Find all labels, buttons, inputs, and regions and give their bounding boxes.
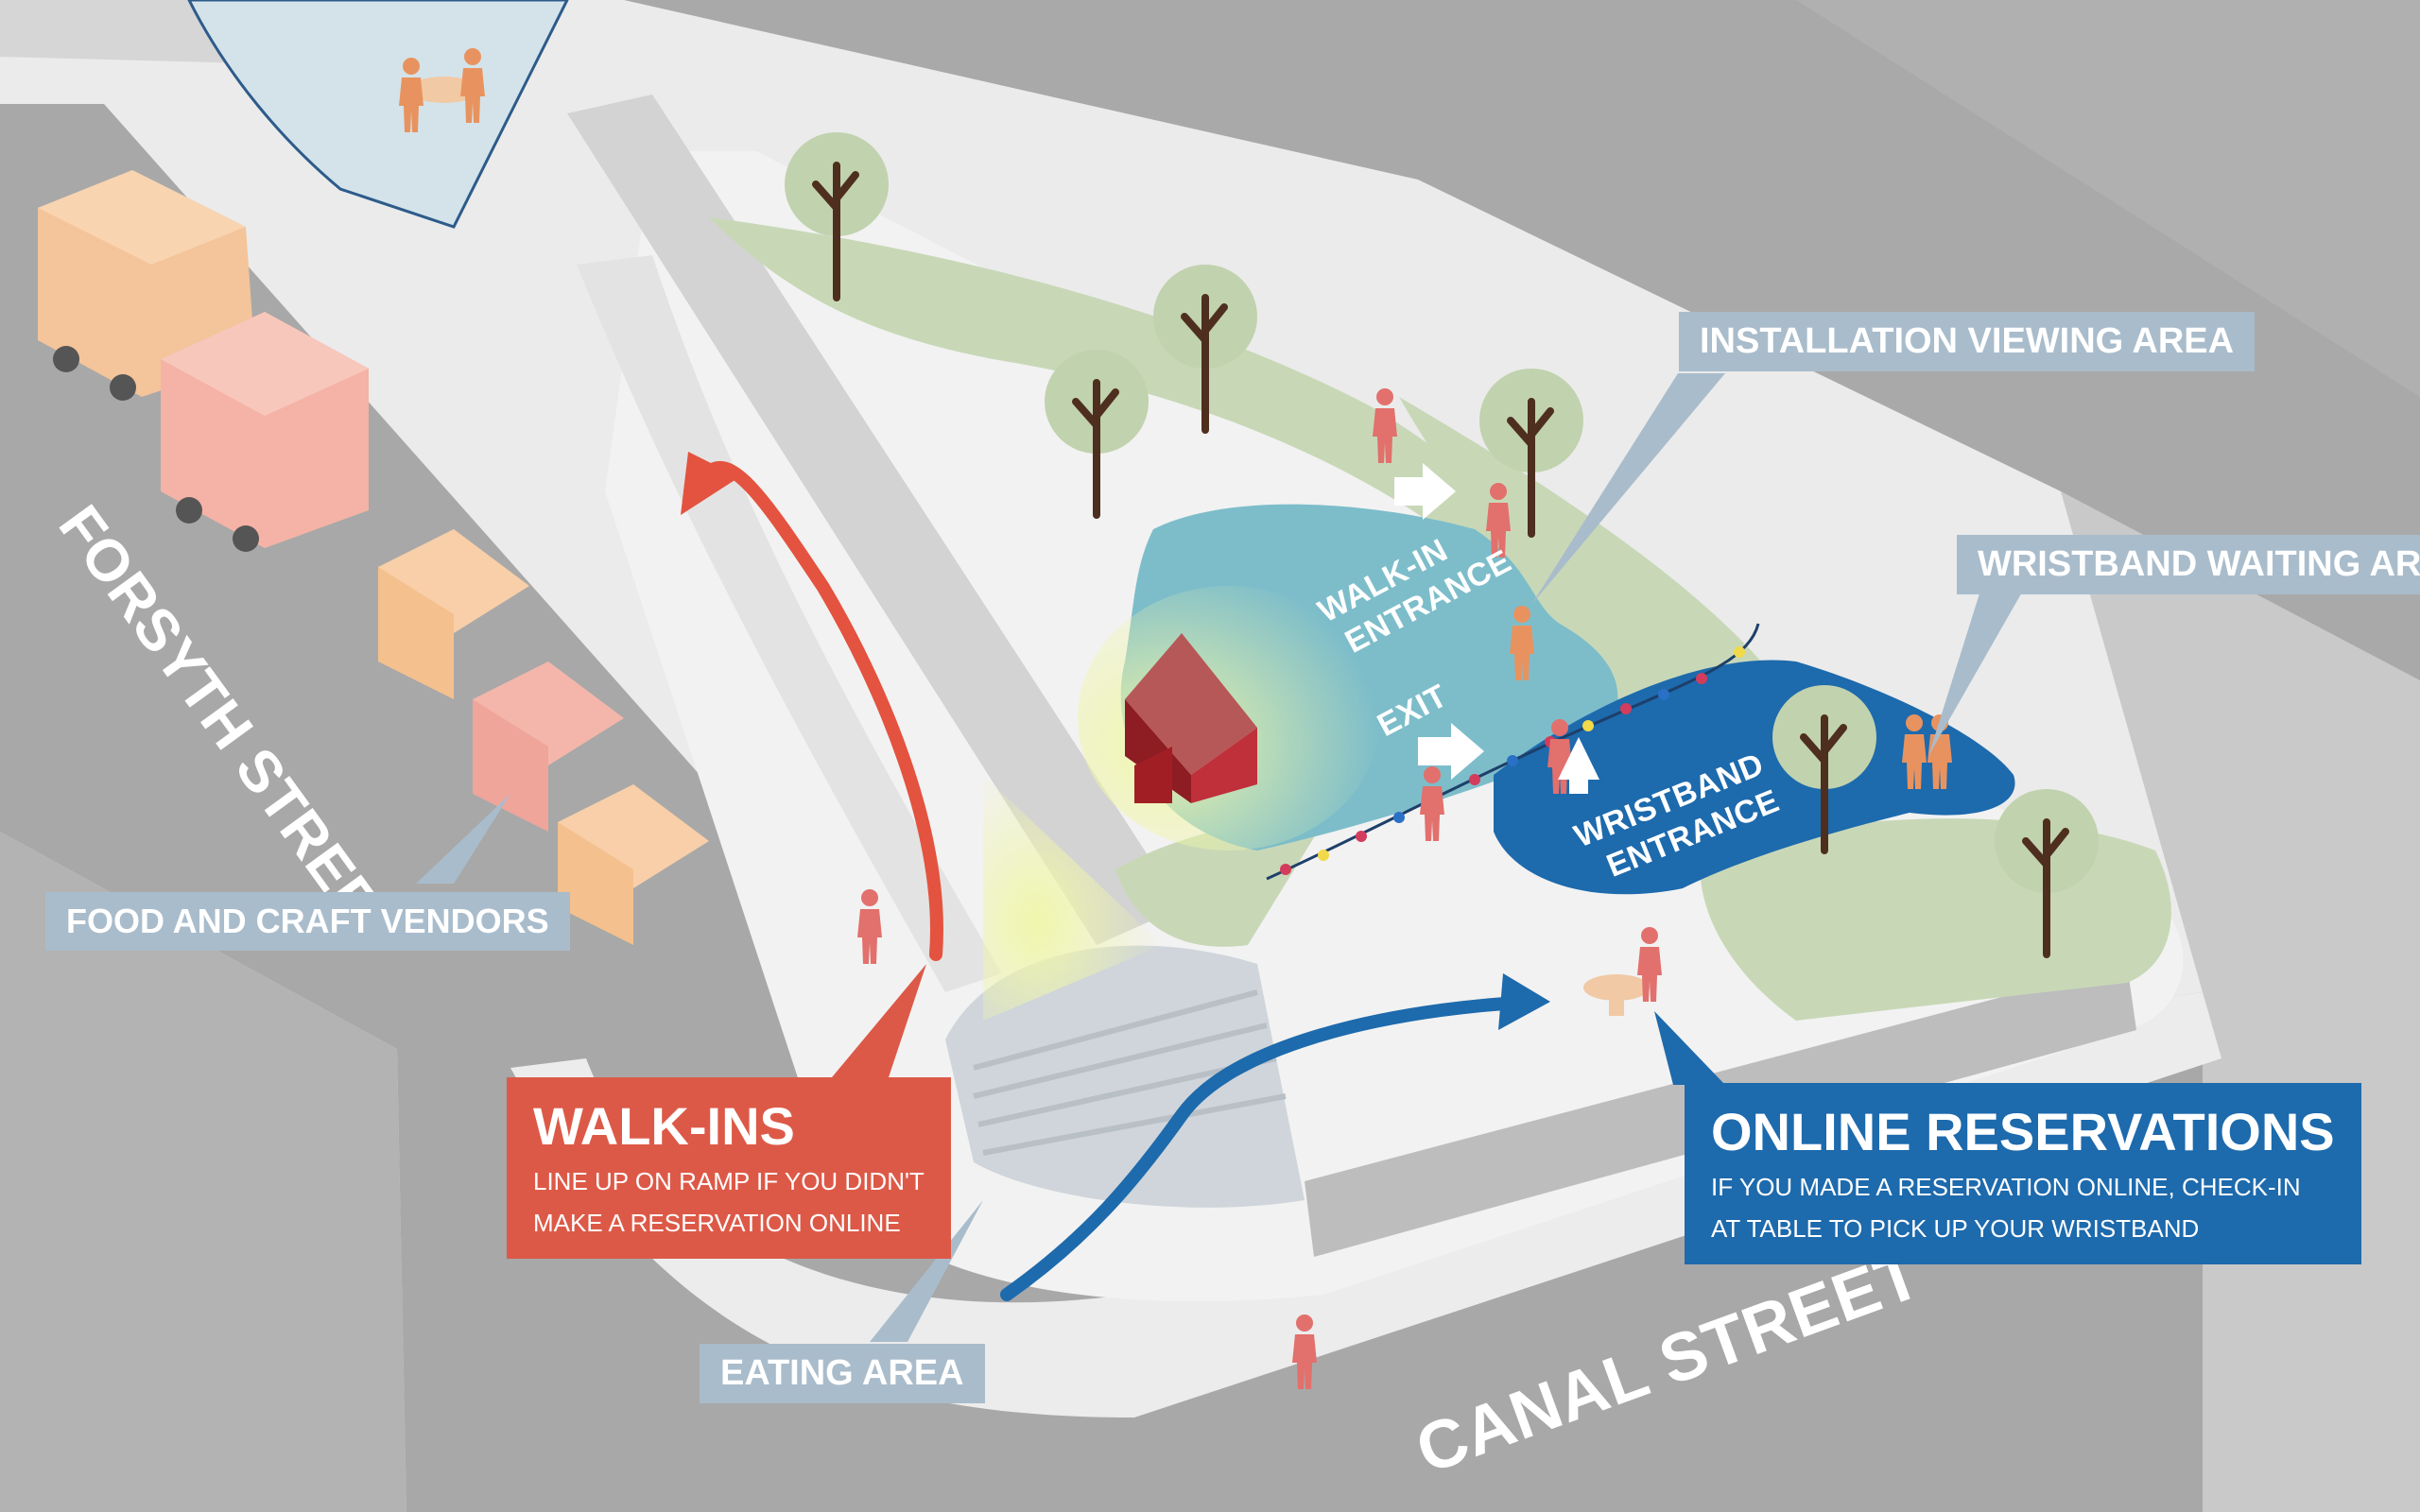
top-road xyxy=(624,0,2420,680)
grass-east xyxy=(1399,397,1777,718)
wristband-waiting-label: WRISTBAND WAITING AREA xyxy=(1978,544,2420,584)
installation-pointer xyxy=(1531,373,1725,605)
food-vendors-label: FOOD AND CRAFT VENDORS xyxy=(66,902,549,940)
check-in-table xyxy=(1583,974,1650,1016)
food-vendors-callout: FOOD AND CRAFT VENDORS xyxy=(45,892,570,951)
block-bottom-left xyxy=(0,832,406,1512)
online-arrow xyxy=(1000,995,1538,1301)
eating-area-callout: EATING AREA xyxy=(700,1344,985,1403)
grass-north xyxy=(709,217,1540,605)
cafe-table xyxy=(399,48,485,132)
vendor-booth-1 xyxy=(378,529,529,699)
online-reservations-line-1: IF YOU MADE A RESERVATION ONLINE, CHECK-… xyxy=(1711,1173,2301,1201)
string-lights xyxy=(1266,623,1760,881)
walk-in-arrow xyxy=(698,460,943,961)
installation-viewing-callout: INSTALLATION VIEWING AREA xyxy=(1679,312,2256,371)
installation-viewing-label: INSTALLATION VIEWING AREA xyxy=(1700,321,2235,361)
online-pointer xyxy=(1654,1011,1725,1085)
online-arrowhead xyxy=(1498,973,1550,1030)
wristband-waiting-callout: WRISTBAND WAITING AREA xyxy=(1957,535,2420,594)
food-truck-1 xyxy=(38,170,255,401)
wristband-waiting-pointer xyxy=(1928,591,2023,756)
walk-ins-line-1: LINE UP ON RAMP IF YOU DIDN'T xyxy=(533,1167,925,1195)
installation-tent xyxy=(1125,633,1257,803)
light-beam-left xyxy=(983,775,1163,1021)
online-reservations-title: ONLINE RESERVATIONS xyxy=(1711,1102,2335,1161)
food-truck-2 xyxy=(161,312,369,552)
walk-ins-pointer xyxy=(832,964,926,1077)
walk-ins-callout: WALK-INS LINE UP ON RAMP IF YOU DIDN'T M… xyxy=(507,1077,951,1259)
food-vendors-pointer xyxy=(416,794,510,884)
exit-arrow xyxy=(1418,723,1484,780)
eating-area-label: EATING AREA xyxy=(720,1353,964,1393)
online-reservations-line-2: AT TABLE TO PICK UP YOUR WRISTBAND xyxy=(1711,1214,2200,1243)
vendor-booth-3 xyxy=(558,784,709,945)
vendor-booth-2 xyxy=(473,662,624,832)
walk-in-arrowhead xyxy=(681,452,739,515)
online-reservations-callout: ONLINE RESERVATIONS IF YOU MADE A RESERV… xyxy=(1685,1083,2361,1264)
ramp xyxy=(567,94,1182,945)
amphitheater-steps xyxy=(973,989,1287,1156)
grass-south xyxy=(1115,819,1323,947)
walk-in-entrance-arrow xyxy=(1394,463,1456,520)
eating-area-pointer xyxy=(870,1200,983,1342)
ramp-surface xyxy=(577,255,1002,992)
walk-ins-title: WALK-INS xyxy=(533,1096,795,1156)
walk-ins-line-2: MAKE A RESERVATION ONLINE xyxy=(533,1209,901,1237)
wristband-zone xyxy=(1494,660,2015,895)
wristband-entrance-arrow xyxy=(1558,737,1599,794)
